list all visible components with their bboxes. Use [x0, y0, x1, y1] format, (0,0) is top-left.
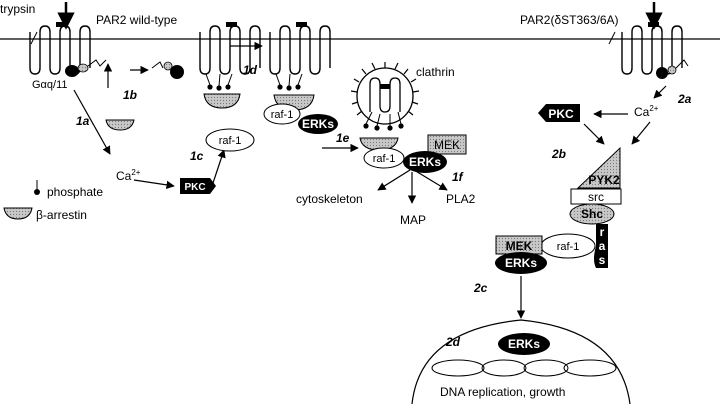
arrow-cytoskeleton — [377, 169, 411, 191]
vesicle-receptor — [369, 77, 401, 113]
raf1-label-2: raf-1 — [557, 241, 580, 253]
ras-a-label: a — [599, 239, 606, 253]
mek-label-e: MEK — [434, 138, 460, 152]
galpha-q-mutant — [656, 67, 668, 79]
vesicle-receptor-tag — [380, 84, 390, 89]
par2-mutant-label: PAR2(δST363/6A) — [520, 13, 619, 27]
step-2d: 2d — [445, 335, 461, 349]
receptor2-phosphates — [205, 73, 233, 91]
cytoskeleton-label: cytoskeleton — [296, 192, 363, 206]
membrane-break-right — [608, 31, 616, 45]
g-protein-tail — [151, 61, 164, 69]
dna-label: DNA replication, growth — [440, 385, 565, 399]
pyk2-label: PYK2 — [588, 173, 620, 187]
galpha-q-mutant-tail — [675, 59, 689, 69]
ras-shape — [594, 224, 608, 268]
ca-right-label: Ca2+ — [634, 104, 659, 119]
g-protein-dissociated — [170, 65, 184, 79]
galpha-q-mutant-subunit — [667, 65, 677, 75]
arrow-pkc-to-raf1 — [211, 149, 226, 187]
mek-label-2: MEK — [506, 239, 533, 253]
trypsin-label: trypsin — [0, 2, 35, 16]
arrow-pkc-to-pyk2 — [583, 123, 605, 145]
step-1d: 1d — [243, 63, 258, 77]
step-1e: 1e — [336, 131, 350, 145]
pkc-left-label: PKC — [184, 182, 205, 193]
ras-s-label: s — [599, 253, 606, 267]
par2-receptor-3 — [269, 21, 331, 75]
arrow-ca-to-pkc — [133, 179, 175, 190]
galpha-q-protein — [65, 65, 79, 77]
beta-arrestin-1d — [203, 93, 241, 109]
pkc-left-shape — [180, 178, 216, 194]
raf1-label-c: raf-1 — [219, 135, 242, 147]
dna-strand — [431, 359, 617, 377]
arrestin-legend-icon — [3, 207, 33, 220]
erks-node-2 — [495, 252, 547, 274]
membrane-break-left — [30, 31, 38, 45]
mek-box-e — [427, 134, 467, 155]
erks-label-2: ERKs — [505, 256, 537, 270]
vesicle-phosphates — [363, 111, 404, 131]
phosphate-legend-label: phosphate — [47, 185, 103, 199]
erks-node-d — [298, 114, 338, 134]
step-1f: 1f — [452, 170, 464, 184]
erks-label-e: ERKs — [409, 155, 441, 169]
erks-nucleus-node — [498, 333, 550, 355]
erks-nucleus-label: ERKs — [508, 337, 540, 351]
clathrin-label: clathrin — [416, 65, 455, 79]
pkc-right-label: PKC — [548, 107, 574, 121]
raf1-label-e: raf-1 — [373, 153, 396, 165]
arrow-ca-to-pyk2 — [631, 121, 651, 145]
gaq-label: Gαq/11 — [32, 79, 68, 91]
step-2c: 2c — [473, 281, 488, 295]
par2-wildtype-label: PAR2 wild-type — [96, 13, 177, 27]
ca-left-label: Ca2+ — [116, 168, 141, 183]
pkc-right-shape — [538, 104, 580, 122]
ras-r-label: r — [600, 225, 605, 239]
raf1-node-e — [363, 147, 405, 169]
beta-arrestin-1b — [105, 119, 135, 131]
map-label: MAP — [400, 213, 426, 227]
erks-node-e — [403, 151, 447, 173]
arrestin-legend-label: β-arrestin — [36, 208, 87, 222]
pla2-label: PLA2 — [446, 192, 476, 206]
step-1c: 1c — [190, 149, 204, 163]
shc-label: Shc — [581, 207, 603, 221]
galpha-q-tail — [87, 59, 107, 67]
phosphate-legend-icon — [34, 189, 40, 195]
galpha-q-subunit — [77, 63, 89, 73]
arrow-mutant-down — [653, 85, 667, 99]
receptor3-phosphates — [275, 73, 303, 91]
g-protein-subunit — [163, 61, 173, 71]
arrow-1a — [73, 89, 111, 155]
shc-node — [569, 203, 615, 225]
nucleus-envelope — [411, 319, 631, 405]
pyk2-shape — [576, 146, 621, 189]
erks-label-d: ERKs — [302, 117, 334, 131]
arrow-pla2 — [413, 169, 448, 191]
raf1-label-d: raf-1 — [271, 109, 294, 121]
step-1b: 1b — [123, 88, 137, 102]
step-2b: 2b — [551, 147, 566, 161]
src-label: src — [588, 190, 604, 204]
clathrin-vesicle — [356, 67, 414, 125]
clathrin-spikes — [350, 62, 420, 116]
step-1a: 1a — [76, 114, 90, 128]
raf1-node-c — [205, 128, 255, 152]
raf1-node-d — [263, 103, 301, 125]
step-2a: 2a — [677, 92, 692, 106]
